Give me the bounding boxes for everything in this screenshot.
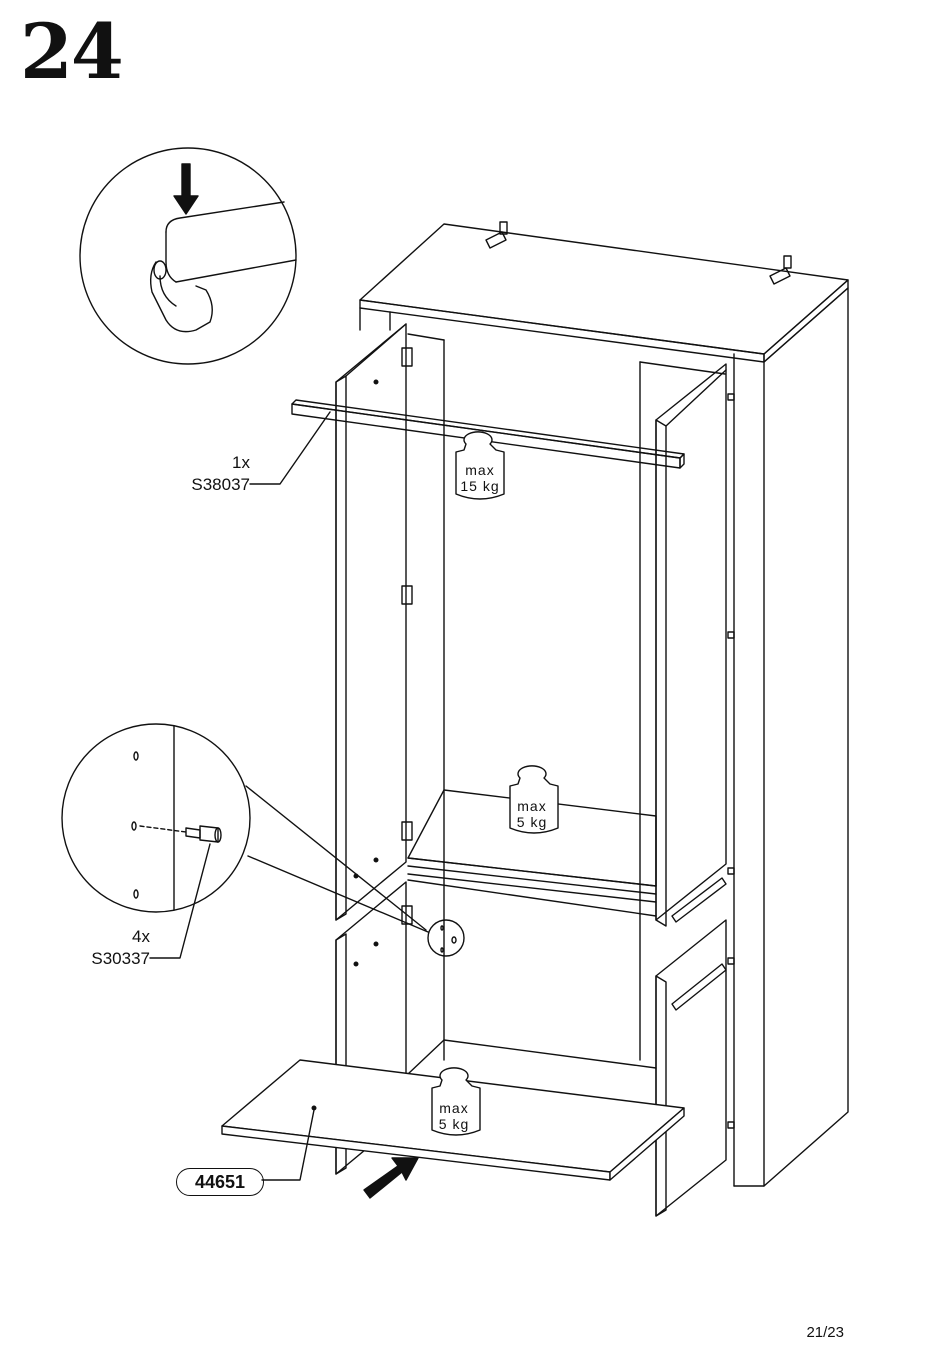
wall-bracket xyxy=(485,221,792,285)
right-upper-door xyxy=(655,363,727,927)
shelf-pin-detail xyxy=(61,723,251,913)
pin-quantity: 4x xyxy=(132,927,150,946)
left-upper-door xyxy=(335,323,413,921)
weight-limit-label: max xyxy=(517,798,546,814)
leader-line xyxy=(261,1109,315,1181)
shelf-part-badge: 44651 xyxy=(176,1168,264,1196)
weight-limit-value: 15 kg xyxy=(460,478,499,494)
weight-limit-label: max xyxy=(465,462,494,478)
leader-line xyxy=(245,785,427,931)
rail-bracket-detail xyxy=(79,147,297,365)
hanging-rail xyxy=(291,399,685,469)
step-number: 24 xyxy=(20,7,124,96)
wardrobe-cabinet xyxy=(359,221,849,1187)
leader-line xyxy=(249,411,331,485)
rail-quantity: 1x xyxy=(232,453,250,472)
leader-line xyxy=(247,855,429,933)
insert-arrow-icon xyxy=(363,1157,419,1199)
pin-callout: 4x S30337 xyxy=(72,926,150,970)
weight-limit-value: 5 kg xyxy=(439,1116,469,1132)
weight-limit-value: 5 kg xyxy=(517,814,547,830)
page-number: 21/23 xyxy=(806,1324,844,1341)
rail-callout: 1x S38037 xyxy=(176,452,250,496)
rail-part-code: S38037 xyxy=(191,475,250,494)
weight-limit-label: max xyxy=(439,1100,468,1116)
right-lower-door xyxy=(655,919,727,1217)
weight-icon xyxy=(431,1067,481,1136)
pin-location-marker xyxy=(427,919,465,957)
weight-icon xyxy=(455,431,505,500)
pin-part-code: S30337 xyxy=(91,949,150,968)
leader-line xyxy=(149,843,211,959)
weight-icon xyxy=(509,765,559,834)
